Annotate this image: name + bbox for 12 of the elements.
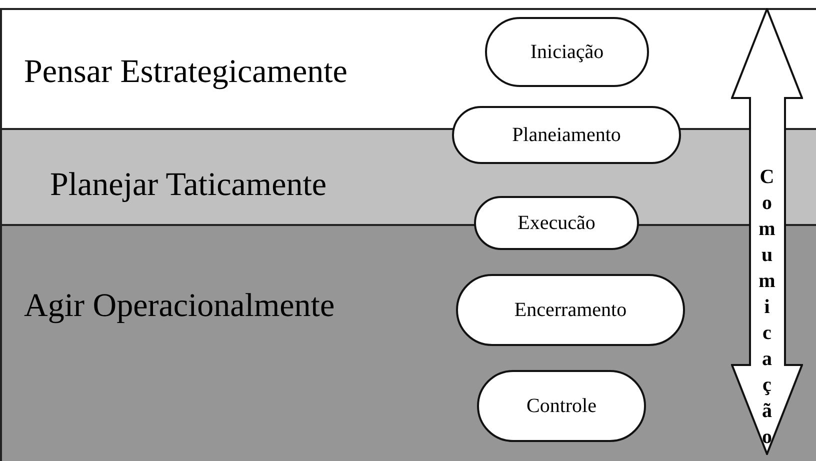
phase-label: Controle xyxy=(526,394,596,418)
phase-pill xyxy=(474,196,639,250)
phase-label: Planeiamento xyxy=(512,124,621,146)
phase-label: Execucão xyxy=(518,212,596,234)
phase-label: Encerramento xyxy=(514,298,627,322)
layer-title: Agir Operacionalmente xyxy=(24,288,335,325)
double-block-arrow xyxy=(731,8,803,455)
phase-label: Iniciação xyxy=(530,40,604,64)
layer-band xyxy=(0,8,816,128)
layer-title: Planejar Taticamente xyxy=(50,167,327,204)
vertical-label: Comumicação xyxy=(755,166,778,452)
layer-title: Pensar Estrategicamente xyxy=(24,54,348,91)
